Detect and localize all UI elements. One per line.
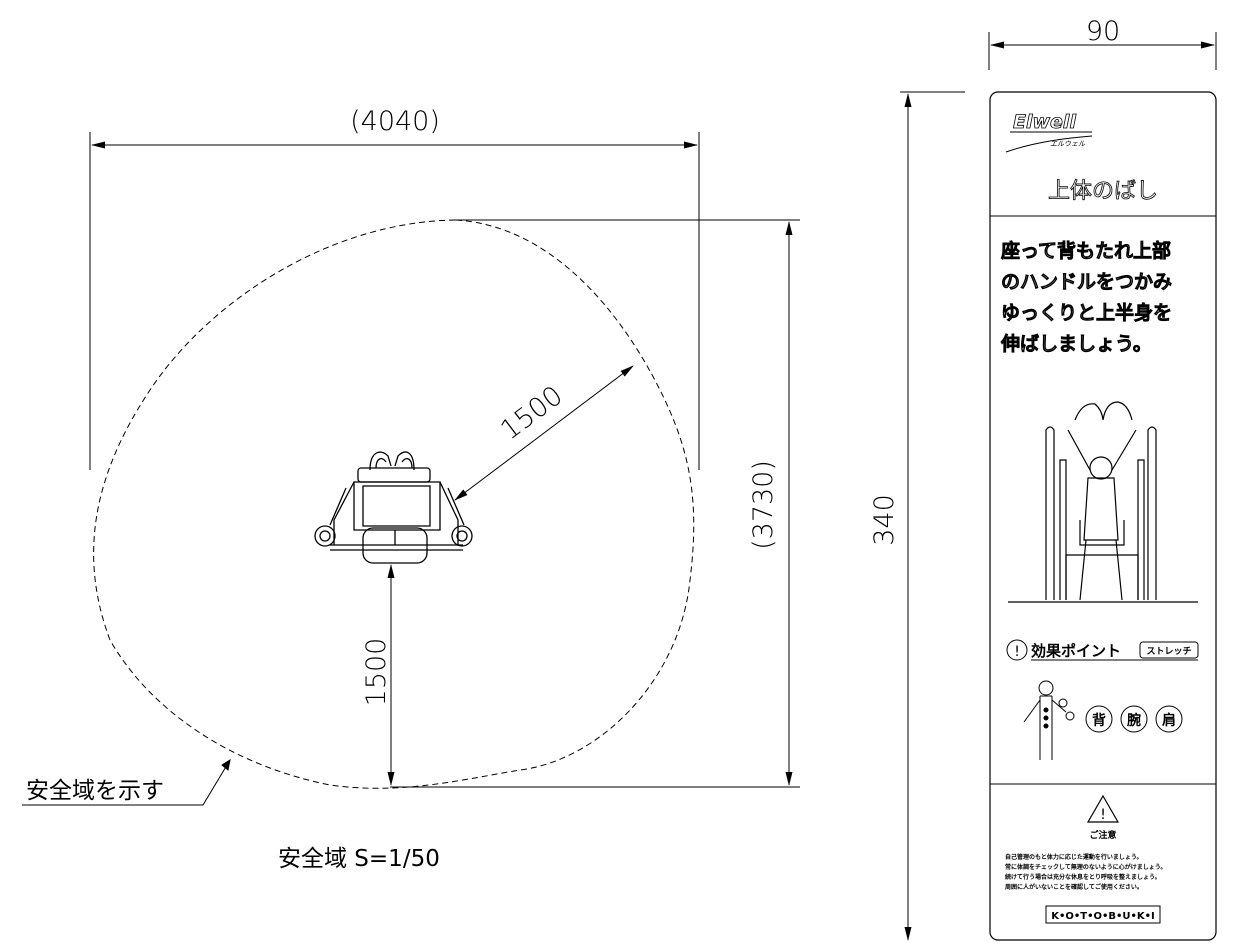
sign-title: 上体のばし (1048, 179, 1158, 204)
effect-tag: ストレッチ (1146, 646, 1191, 657)
exclamation-icon: ! (1014, 644, 1020, 660)
brand-kana: エルウェル (1050, 140, 1086, 148)
equipment-top-view (314, 451, 473, 564)
effect-label: 効果ポイント (1031, 642, 1121, 660)
warning-triangle-icon (1086, 794, 1120, 823)
maker-logo: K•O•T•O•B•U•K•I (1051, 911, 1155, 922)
sign-width-text: 90 (1086, 16, 1120, 47)
safety-zone-outline (93, 219, 695, 789)
width-dimension-text: (4040) (350, 106, 440, 137)
caution-line: 続けて行う場合は充分な休息をとり呼吸を整えましょう。 (1005, 873, 1161, 881)
brand-logo: Elwell (1013, 111, 1076, 133)
effect-point: ! 効果ポイント ストレッチ (1006, 639, 1199, 661)
safety-zone-leader (22, 759, 231, 806)
sign-width-dimension (988, 32, 1217, 70)
body-part: 腕 (1127, 712, 1141, 729)
body-part: 背 (1092, 712, 1106, 729)
body-figure-icon (1023, 680, 1075, 760)
instructions: 座って背もたれ上部 のハンドルをつかみ ゆっくりと上半身を 伸ばしましょう。 (1000, 239, 1173, 356)
caution-line: 周囲に人がいないことを確認してご使用ください。 (1005, 883, 1143, 891)
caution-line: 常に体調をチェックして無理のないように心がけましょう。 (1005, 863, 1166, 871)
body-part: 肩 (1162, 712, 1176, 729)
caution-section: ! ご注意 自己管理のもと体力に応じた運動を行いましょう。 常に体調をチェックし… (1005, 794, 1166, 924)
sign-height-dimension (900, 91, 965, 941)
safety-zone-label: 安全域を示す (26, 778, 164, 804)
caution-line: 自己管理のもと体力に応じた運動を行いましょう。 (1005, 853, 1143, 861)
instruction-line: のハンドルをつかみ (1001, 271, 1172, 293)
body-parts: 背 腕 肩 (1085, 705, 1183, 733)
sign-panel: Elwell エルウェル 上体のばし 座って背もたれ上部 のハンドルをつかみ ゆ… (989, 91, 1217, 941)
radius-dimension-diagonal (454, 365, 634, 501)
exercise-illustration (1008, 401, 1198, 603)
plan-caption: 安全域 S=1/50 (278, 846, 440, 872)
sign-height-text: 340 (869, 494, 900, 546)
warning-exclamation-icon: ! (1100, 807, 1106, 823)
caution-title: ご注意 (1089, 829, 1116, 841)
instruction-line: 座って背もたれ上部 (1001, 239, 1171, 262)
plan-view (22, 132, 800, 806)
radius-diagonal-text: 1500 (495, 380, 569, 446)
radius-vertical-text: 1500 (361, 638, 392, 707)
depth-dimension-text: (3730) (748, 460, 779, 550)
instruction-line: ゆっくりと上半身を (1001, 301, 1172, 324)
instruction-line: 伸ばしましょう。 (1000, 332, 1152, 355)
